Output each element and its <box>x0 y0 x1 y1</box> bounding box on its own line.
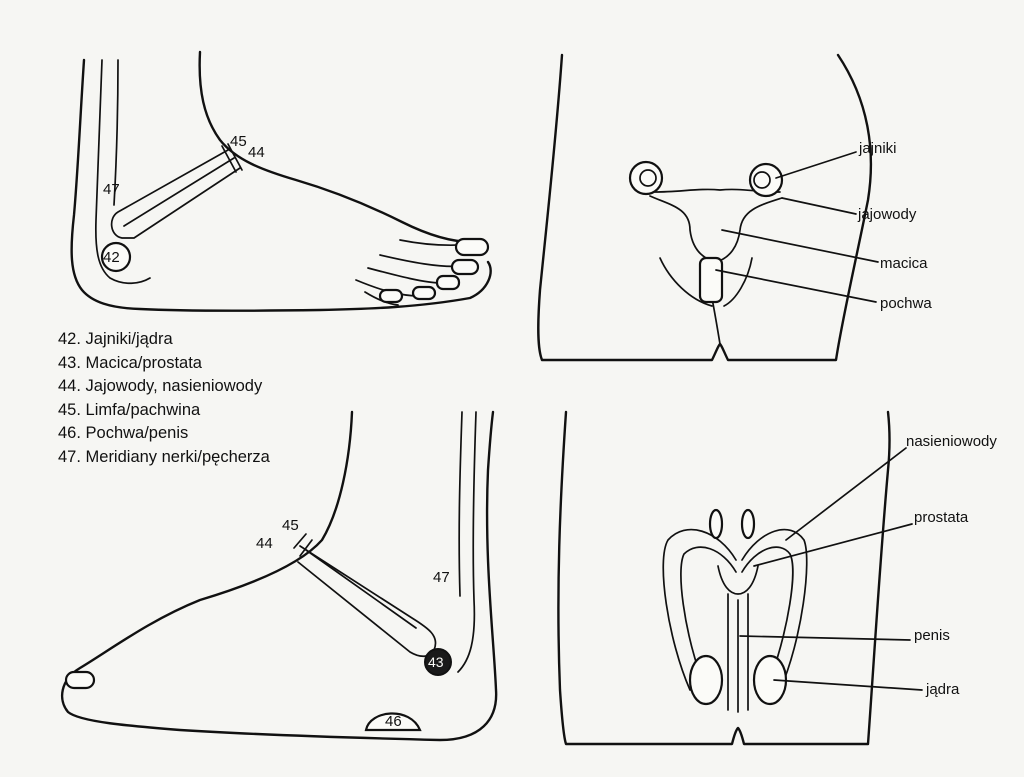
toe-nail <box>450 258 480 276</box>
toe-nail <box>378 288 404 304</box>
legend-item: 44. Jajowody, nasieniowody <box>58 377 263 396</box>
ovary-left <box>628 160 664 196</box>
label-prostate: prostata <box>914 509 969 526</box>
foot-top-medial: 42 47 45 44 <box>70 50 492 312</box>
toe-nail <box>435 274 461 291</box>
point-43-marker <box>424 648 452 676</box>
label-ovaries: jajniki <box>858 140 897 157</box>
testis-left <box>688 654 724 706</box>
legend-item: 42. Jajniki/jądra <box>58 330 173 348</box>
point-42-marker <box>100 241 132 273</box>
point-46-marker <box>364 712 422 732</box>
legend-item: 45. Limfa/pachwina <box>58 400 201 419</box>
point-45-label: 45 <box>282 517 299 534</box>
label-uterus: macica <box>880 255 928 272</box>
male-pelvis: nasieniowody prostata penis jądra <box>557 410 997 746</box>
legend-item: 43. Macica/prostata <box>58 353 202 372</box>
foot-bottom-lateral: 45 44 47 43 46 <box>60 410 498 742</box>
point-45-label: 45 <box>230 133 247 150</box>
point-46-label: 46 <box>385 713 402 730</box>
point-47-label: 42 <box>103 249 120 266</box>
point-43-label: 43 <box>428 654 444 670</box>
toe-nail <box>64 670 96 690</box>
toe-nail <box>411 285 437 301</box>
point-44-label: 44 <box>248 144 265 161</box>
label-tubes: jajowody <box>857 206 917 223</box>
label-penis: penis <box>914 627 950 644</box>
legend-item: 46. Pochwa/penis <box>58 424 189 443</box>
label-vas-deferens: nasieniowody <box>906 433 997 450</box>
point-47-label: 47 <box>433 569 450 586</box>
ovary-right <box>748 162 784 198</box>
toe-nail <box>454 237 490 257</box>
female-pelvis: jajniki jajowody macica pochwa <box>537 53 932 362</box>
legend: 42. Jajniki/jądra 43. Macica/prostata 44… <box>58 328 270 470</box>
point-44-label: 44 <box>256 535 273 552</box>
label-testes: jądra <box>925 681 960 698</box>
legend-item: 47. Meridiany nerki/pęcherza <box>58 447 270 466</box>
point-47-label: 47 <box>103 181 120 198</box>
vagina-shape <box>698 256 724 304</box>
label-vagina: pochwa <box>880 295 932 312</box>
